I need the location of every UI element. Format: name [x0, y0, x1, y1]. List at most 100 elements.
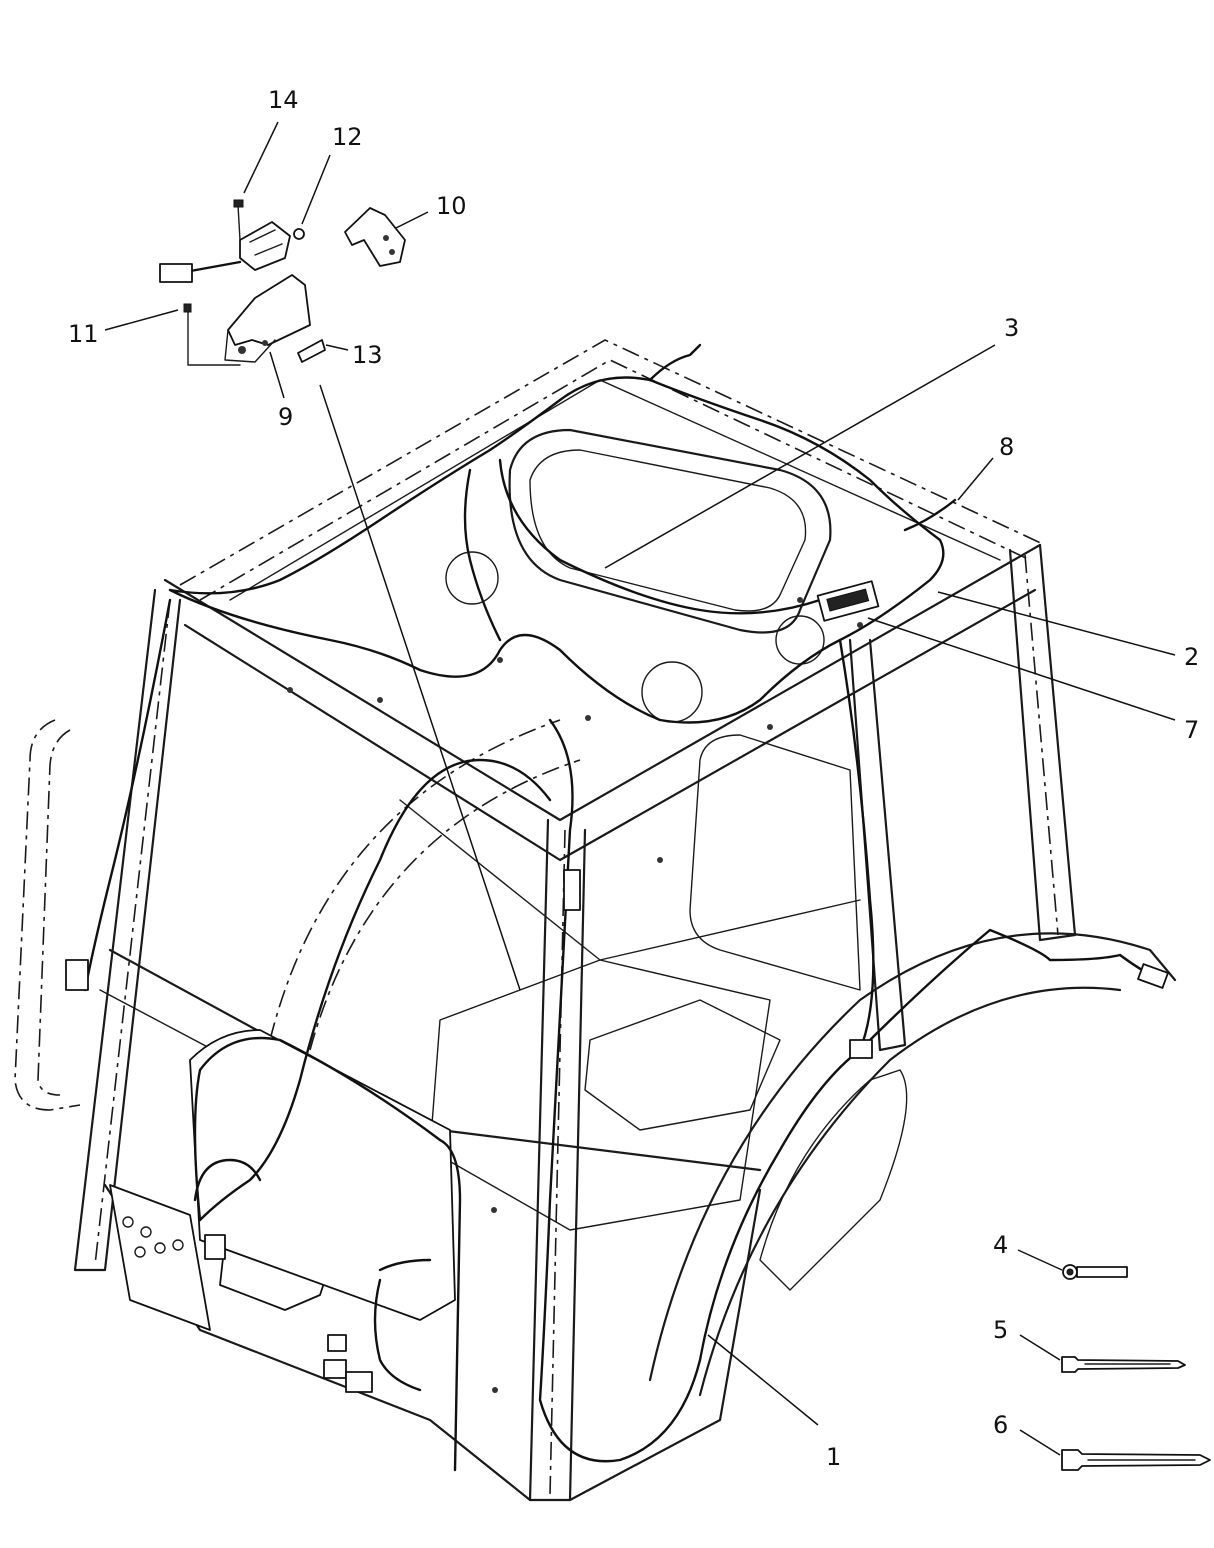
mount-hole-10 — [491, 1207, 497, 1213]
console-connector — [204, 1234, 226, 1260]
front-center-pillar — [528, 818, 587, 1502]
leader-8 — [957, 457, 994, 501]
leader-13 — [325, 344, 349, 351]
harness-to-front-pillar — [463, 468, 502, 642]
mount-hole-8 — [857, 622, 863, 628]
rear-right-pillar-inner — [1024, 554, 1059, 936]
callout-8: 8 — [999, 433, 1014, 461]
leader-9 — [269, 351, 285, 399]
switch-housing — [239, 221, 291, 271]
rear-right-pillar — [1008, 543, 1077, 942]
leader-12 — [301, 154, 331, 225]
leader-1 — [707, 1334, 819, 1426]
left-pillar-clip — [65, 959, 89, 991]
mount-hole-1 — [497, 657, 503, 663]
pin-4 — [1076, 1266, 1128, 1278]
callout-9: 9 — [278, 403, 293, 431]
switch-plunger-rod — [183, 260, 242, 274]
callout-14: 14 — [268, 86, 299, 114]
harness-left-pillar-drop — [83, 598, 172, 992]
mount-hole-2 — [585, 715, 591, 721]
callout-7: 7 — [1184, 716, 1199, 744]
floor-hatch — [584, 999, 781, 1131]
roof-panel-edge — [229, 379, 1001, 601]
harness-front-panel-branch — [193, 1036, 462, 1472]
lower-connector-c — [345, 1371, 373, 1393]
screw-14-head — [233, 199, 244, 208]
console-hole-4 — [172, 1239, 184, 1251]
mount-hole-5 — [377, 697, 383, 703]
assembly-location-leader — [319, 384, 521, 991]
bracket-10-hole-b — [389, 249, 395, 255]
harness-roof-inner — [498, 458, 822, 615]
bracket-10-hole-a — [383, 235, 389, 241]
lower-connector-b — [323, 1359, 347, 1379]
leader-5 — [1019, 1334, 1061, 1361]
callout-10: 10 — [436, 192, 467, 220]
rear-pillar-connector — [849, 1039, 873, 1059]
harness-front-panel-loop — [198, 758, 552, 1222]
bracket-9-hole-a — [238, 346, 246, 354]
roof-rear-edge-inner — [199, 359, 1031, 601]
bracket-9-hole-b — [262, 340, 268, 346]
screw-11 — [183, 303, 192, 313]
callout-11: 11 — [68, 320, 99, 348]
switch-plunger-body — [159, 263, 193, 283]
fender-outer — [648, 932, 1177, 1382]
rear-window-panel — [689, 734, 861, 991]
front-center-pillar-inner — [549, 829, 566, 1496]
bracket-9-leg — [224, 329, 276, 363]
mount-hole-3 — [767, 724, 773, 730]
callout-1: 1 — [826, 1443, 841, 1471]
leader-lines — [104, 121, 1176, 1456]
harness-fender-run — [858, 928, 1162, 1052]
console-hole-1 — [122, 1216, 134, 1228]
roof-recess-left — [445, 551, 499, 605]
harness-rear-pillar-drop — [838, 638, 875, 1052]
fender-arch-left-inner — [309, 759, 581, 1051]
switch-housing-detail — [249, 229, 283, 256]
washer-4-center — [1066, 1268, 1074, 1276]
callout-2: 2 — [1184, 643, 1199, 671]
clip-13 — [297, 339, 326, 363]
mount-hole-6 — [287, 687, 293, 693]
screw-11-line — [187, 311, 241, 366]
screw-14 — [237, 204, 241, 241]
fender-arch-left — [269, 719, 561, 1041]
leader-3 — [604, 344, 996, 569]
callout-4: 4 — [993, 1231, 1008, 1259]
mount-hole-4 — [657, 857, 663, 863]
roof-front-beam — [163, 543, 1042, 822]
left-door-outline — [14, 719, 81, 1111]
mid-rail — [399, 799, 861, 961]
leader-7 — [867, 617, 1176, 721]
leader-4 — [1017, 1249, 1063, 1271]
base-frame-right — [568, 1188, 762, 1502]
front-left-pillar-inner — [94, 599, 171, 1266]
harness-lower-connector-branch — [373, 1258, 432, 1392]
lower-connector-a — [327, 1334, 347, 1352]
mount-hole-9 — [492, 1387, 498, 1393]
bracket-10 — [344, 207, 406, 267]
callout-6: 6 — [993, 1411, 1008, 1439]
wiring-harness — [83, 376, 1162, 1472]
left-console-panel — [109, 1184, 211, 1331]
console-hole-5 — [134, 1246, 146, 1258]
roof-hatch-outer — [508, 428, 832, 634]
roof-right-lead — [903, 498, 957, 532]
harness-console-branch — [193, 1158, 262, 1202]
harness-connectors — [65, 343, 1169, 1393]
callout-labels: 14 12 10 11 13 9 3 8 2 7 1 4 5 6 — [68, 86, 1199, 1471]
roof-hatch-inner — [529, 449, 807, 612]
roof-front-beam-lower — [183, 588, 1037, 862]
callout-13: 13 — [352, 341, 383, 369]
front-left-pillar — [73, 588, 182, 1272]
fender-lip — [759, 1069, 908, 1291]
relay-block-terminals — [826, 588, 870, 612]
leader-2 — [937, 591, 1176, 656]
floor-plate — [429, 959, 771, 1231]
left-door-outline-inner — [37, 729, 71, 1096]
roof-recess-right — [775, 615, 825, 665]
nut-12 — [293, 228, 305, 240]
roof-recess-center — [641, 661, 703, 723]
